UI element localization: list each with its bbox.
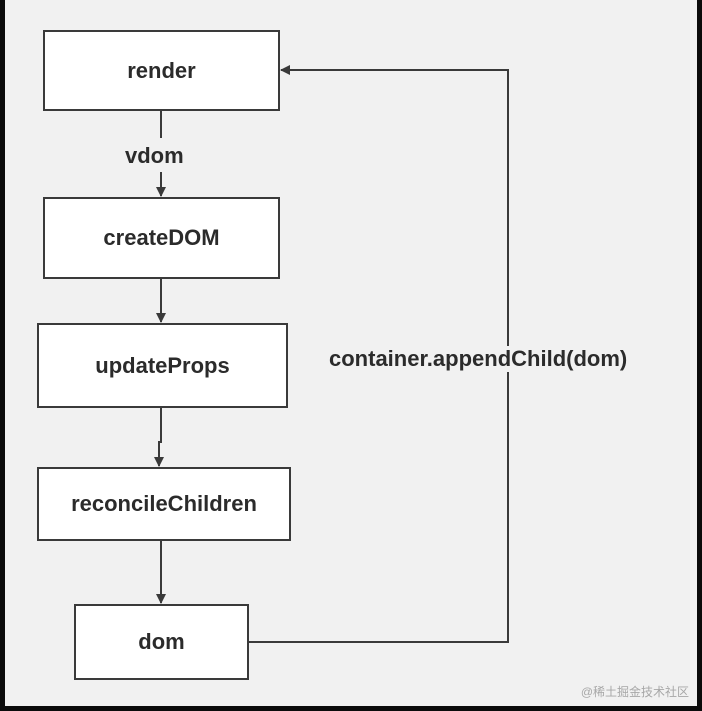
- node-updateprops: updateProps: [37, 323, 288, 408]
- edge-label-append: container.appendChild(dom): [327, 346, 630, 372]
- diagram-canvas: render createDOM updateProps reconcileCh…: [5, 0, 697, 706]
- watermark-text: @稀土掘金技术社区: [580, 685, 689, 699]
- node-dom: dom: [74, 604, 249, 680]
- node-reconcilechildren: reconcileChildren: [37, 467, 291, 541]
- node-createdom: createDOM: [43, 197, 280, 279]
- edge-label-vdom: vdom: [125, 143, 184, 168]
- node-render: render: [43, 30, 280, 111]
- arrow-updateprops-to-reconcile: [154, 408, 164, 467]
